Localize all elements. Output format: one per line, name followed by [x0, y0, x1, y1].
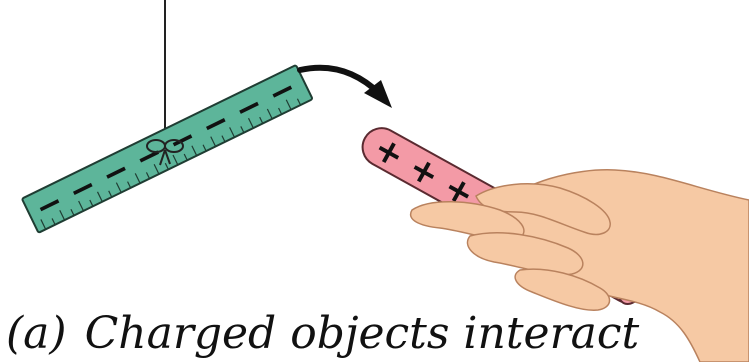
ruler-tick: [78, 200, 84, 212]
ruler-tick: [115, 182, 122, 193]
ruler-tick: [145, 172, 151, 179]
hand: [409, 169, 749, 362]
hand-part: [475, 183, 611, 236]
ruler-tick: [191, 145, 198, 156]
ruler-tick: [108, 190, 113, 198]
ruler-tick: [202, 144, 207, 152]
ruler-tick: [285, 99, 292, 110]
ruler-tick: [134, 173, 141, 184]
caption-text: Charged objects interact: [84, 308, 640, 359]
ruler-tick: [40, 219, 47, 230]
ruler-tick: [221, 135, 226, 143]
figure-caption: (a)Charged objects interact: [6, 312, 639, 356]
string-knot: [146, 139, 184, 166]
ruler-tick: [89, 199, 94, 207]
ruler-tick: [296, 98, 302, 106]
hand-part: [514, 268, 611, 311]
ruler-tick: [229, 127, 235, 138]
ruler-tick: [259, 116, 264, 124]
ruler-tick: [153, 163, 160, 175]
charged-ruler: −−−−−−−−: [21, 64, 313, 234]
ruler-tick: [172, 154, 179, 166]
caption-part-label: (a): [6, 308, 67, 359]
ruler-tick: [247, 117, 254, 129]
ruler-tick: [127, 181, 132, 189]
ruler-tick: [240, 126, 245, 133]
ruler-tick: [210, 136, 217, 147]
motion-arrow: [297, 64, 392, 108]
ruler-tick: [96, 191, 103, 202]
ruler-tick: [183, 153, 188, 161]
ruler-tick: [59, 209, 66, 221]
ruler-tick: [278, 107, 283, 115]
ruler-tick: [164, 162, 169, 170]
hand-part: [466, 232, 584, 276]
ruler-tick: [51, 218, 56, 225]
ruler-tick: [70, 208, 75, 216]
ruler-tick: [266, 108, 273, 120]
ruler-tick-marks: [40, 98, 302, 230]
